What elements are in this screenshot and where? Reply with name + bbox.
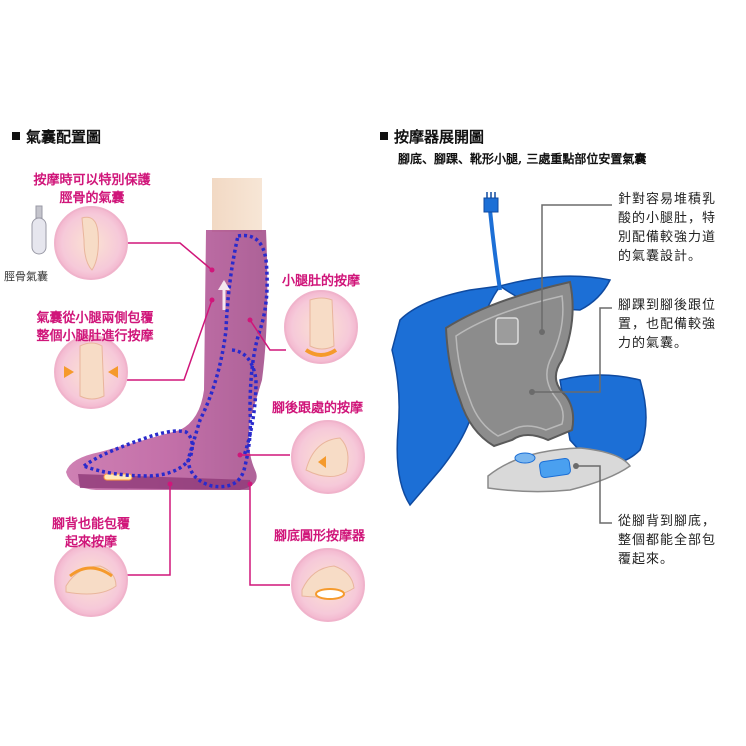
right-title-text: 按摩器展開圖: [394, 128, 485, 146]
callout-instep: 腳背也能包覆 起來按摩: [36, 516, 146, 552]
note-calf: 針對容易堆積乳 酸的小腿肚，特 別配備較強力道 的氣囊設計。: [618, 190, 716, 266]
callout-instep-line1: 腳背也能包覆: [51, 517, 130, 532]
note-foot: 從腳背到腳底， 整個都能全部包 覆起來。: [618, 512, 716, 569]
note-calf-line1: 針對容易堆積乳: [618, 192, 717, 207]
note-ankle: 腳踝到腳後跟位 置，也配備較強 力的氣囊。: [618, 296, 716, 353]
massage-boot: [66, 230, 268, 490]
detail-circle-calf: [284, 290, 358, 364]
unfolded-massager: [391, 192, 647, 524]
callout-calf-wrap-line1: 氣囊從小腿兩側包覆: [36, 311, 154, 326]
foot-roller-left: [514, 452, 536, 464]
callout-shin-protect-line2: 脛骨的氣囊: [59, 191, 125, 206]
note-calf-line4: 的氣囊設計。: [618, 249, 703, 264]
detail-circle-heel: [291, 420, 365, 494]
callout-shin-protect-line1: 按摩時可以特別保護: [33, 173, 151, 188]
foot-roller-right: [539, 458, 571, 478]
callout-calf-wrap-line2: 整個小腿肚進行按摩: [36, 329, 154, 344]
left-title-text: 氣囊配置圖: [26, 128, 102, 146]
detail-circle-instep: [54, 543, 128, 617]
note-ankle-line3: 力的氣囊。: [618, 336, 689, 351]
callout-sole-round: 腳底圓形按摩器: [274, 529, 366, 544]
detail-circle-calf-wrap: [54, 335, 128, 409]
note-calf-line2: 酸的小腿肚，特: [618, 211, 717, 226]
right-subtitle: 腳底、腳踝、靴形小腿, 三處重點部位安置氣囊: [398, 152, 647, 166]
arrowhead-icon: [218, 280, 230, 290]
shin-airbag-caption: 脛骨氣囊: [4, 270, 48, 283]
square-bullet-icon: [12, 132, 20, 140]
note-foot-line1: 從腳背到腳底，: [618, 514, 717, 529]
note-ankle-line2: 置，也配備較強: [618, 317, 717, 332]
calf-airbag-outline-inner: [231, 348, 258, 457]
callout-instep-line2: 起來按摩: [64, 535, 117, 550]
air-hose: [488, 209, 502, 291]
hose-connector: [483, 197, 499, 213]
square-bullet-icon: [380, 132, 388, 140]
leg-skin: [212, 178, 262, 232]
detail-circle-sole: [291, 548, 365, 622]
note-ankle-line1: 腳踝到腳後跟位: [618, 298, 717, 313]
right-leader-dots: [529, 329, 579, 469]
right-section-title: 按摩器展開圖: [380, 126, 484, 147]
left-section-title: 氣囊配置圖: [12, 126, 101, 147]
right-leader-lines: [532, 204, 612, 524]
leader-dots: [167, 267, 253, 487]
calf-airbag-outline: [186, 233, 269, 489]
note-foot-line2: 整個都能全部包: [618, 533, 717, 548]
callout-calf-wrap: 氣囊從小腿兩側包覆 整個小腿肚進行按摩: [20, 310, 170, 346]
callout-shin-protect: 按摩時可以特別保護 脛骨的氣囊: [22, 172, 162, 208]
detail-circle-shin: [54, 206, 128, 280]
note-foot-line3: 覆起來。: [618, 552, 675, 567]
airbag-seam: [455, 295, 564, 437]
connector-pins: [486, 192, 496, 198]
calf-chamber: [495, 317, 519, 345]
callout-calf-massage: 小腿肚的按摩: [282, 274, 361, 289]
callout-heel-massage: 腳後跟處的按摩: [272, 401, 364, 416]
note-calf-line3: 別配備較強力道: [618, 230, 717, 245]
leader-lines: [126, 242, 290, 586]
shin-airbag-capsule-icon: [31, 205, 47, 255]
